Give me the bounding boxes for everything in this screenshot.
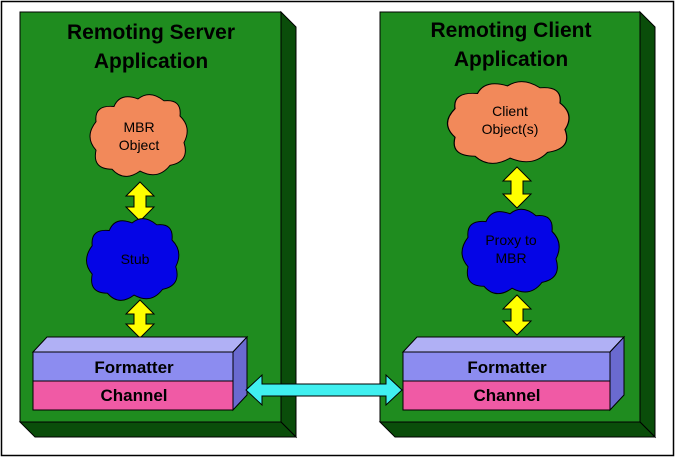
mbr-object-label-line2: Object: [119, 137, 160, 153]
mbr-object-cloud: [89, 94, 188, 177]
proxy-label-line2: MBR: [495, 250, 526, 266]
server-layer-block: [31, 335, 249, 412]
server-formatter-label: Formatter: [94, 358, 174, 377]
server-channel-face: [32, 380, 234, 411]
server-box-side: [280, 10, 297, 439]
channel-link-arrow: [245, 373, 403, 407]
client-formatter-label: Formatter: [467, 358, 547, 377]
mbr-object-label-line1: MBR: [123, 119, 154, 135]
server-title-line2: Application: [94, 50, 208, 73]
client-object-proxy-arrow: [501, 166, 533, 209]
stub-label: Stub: [121, 251, 150, 267]
client-box-bottom: [378, 421, 657, 438]
client-object-label-line1: Client: [492, 103, 528, 119]
server-box-bottom: [18, 421, 298, 438]
client-channel-face: [402, 380, 611, 411]
proxy-label-line1: Proxy to: [485, 232, 537, 248]
client-channel-label: Channel: [473, 386, 540, 405]
server-title-line1: Remoting Server: [67, 21, 235, 44]
client-title-line1: Remoting Client: [431, 19, 592, 42]
client-box-side: [639, 10, 656, 439]
client-layer-block: [401, 335, 626, 412]
client-title-line2: Application: [454, 48, 568, 71]
server-channel-label: Channel: [100, 386, 167, 405]
client-formatter-face: [402, 351, 611, 382]
client-proxy-formatter-arrow: [501, 294, 533, 336]
client-formatter-top: [401, 336, 626, 353]
client-object-label-line2: Object(s): [482, 121, 539, 137]
server-formatter-top: [31, 336, 249, 353]
